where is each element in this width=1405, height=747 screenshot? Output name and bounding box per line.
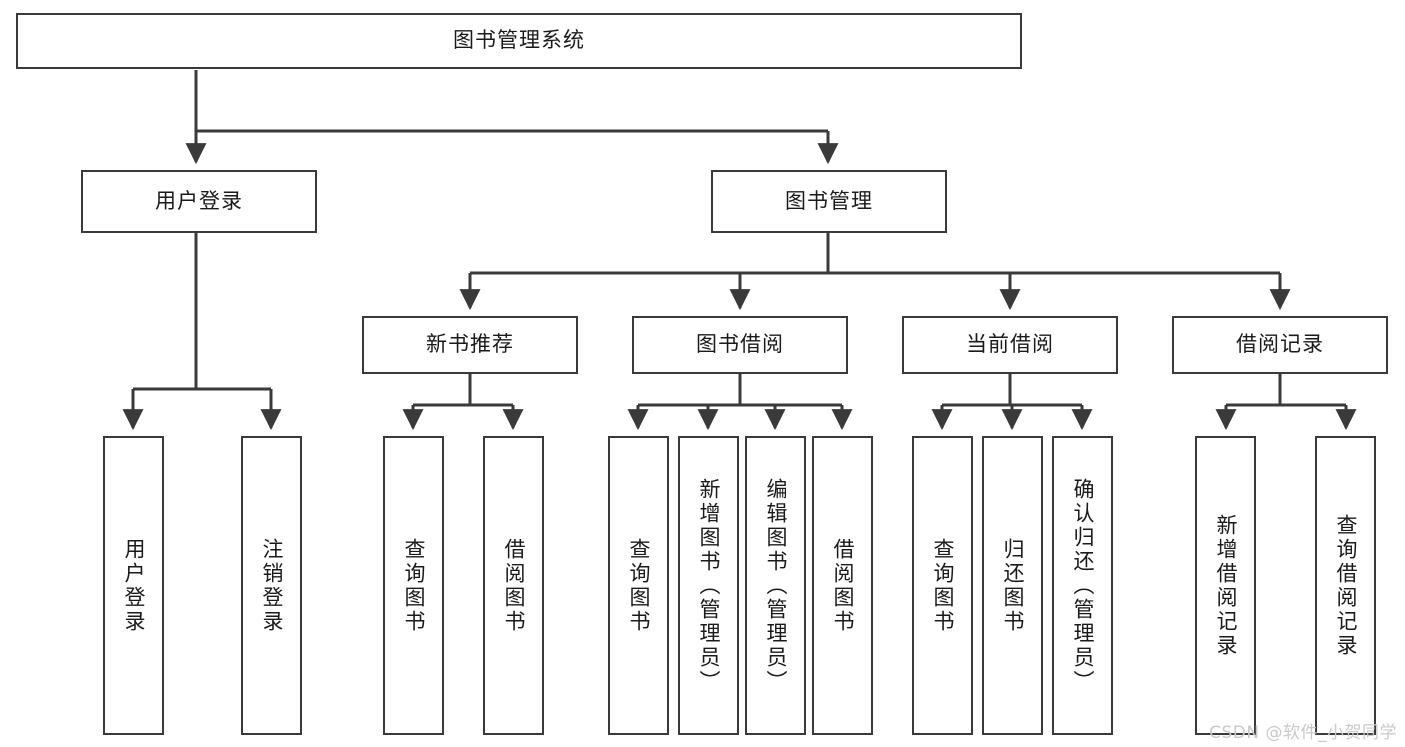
leaf-borrow-edit-book-label: 编辑图书（管理员） <box>764 477 789 694</box>
node-new-book-recommend[interactable]: 新书推荐 <box>362 316 578 374</box>
leaf-borrow-edit-book[interactable]: 编辑图书（管理员） <box>745 436 806 735</box>
leaf-borrow-query[interactable]: 查询图书 <box>608 436 669 735</box>
node-borrow-records[interactable]: 借阅记录 <box>1172 316 1388 374</box>
leaf-record-query[interactable]: 查询借阅记录 <box>1315 436 1376 735</box>
watermark: CSDN @软件_小贺同学 <box>1209 723 1397 743</box>
node-current-borrow-label: 当前借阅 <box>966 332 1054 357</box>
leaf-newbook-borrow[interactable]: 借阅图书 <box>483 436 544 735</box>
leaf-record-query-label: 查询借阅记录 <box>1334 513 1359 658</box>
leaf-current-confirm-return[interactable]: 确认归还（管理员） <box>1052 436 1113 735</box>
node-borrow-records-label: 借阅记录 <box>1236 332 1324 357</box>
leaf-borrow-add-book-label: 新增图书（管理员） <box>697 477 722 694</box>
node-book-management[interactable]: 图书管理 <box>711 170 947 233</box>
leaf-user-logout-label: 注销登录 <box>260 537 285 634</box>
leaf-user-login[interactable]: 用户登录 <box>103 436 164 735</box>
node-user-login[interactable]: 用户登录 <box>81 170 317 233</box>
leaf-user-logout[interactable]: 注销登录 <box>241 436 302 735</box>
leaf-newbook-borrow-label: 借阅图书 <box>502 537 527 634</box>
node-current-borrow[interactable]: 当前借阅 <box>902 316 1118 374</box>
leaf-borrow-query-label: 查询图书 <box>627 537 652 634</box>
node-root-label: 图书管理系统 <box>453 28 585 53</box>
leaf-current-confirm-return-label: 确认归还（管理员） <box>1071 477 1096 694</box>
leaf-newbook-query[interactable]: 查询图书 <box>383 436 444 735</box>
leaf-current-return[interactable]: 归还图书 <box>982 436 1043 735</box>
leaf-borrow-borrow-book[interactable]: 借阅图书 <box>812 436 873 735</box>
node-book-management-label: 图书管理 <box>785 188 873 213</box>
node-new-book-recommend-label: 新书推荐 <box>426 332 514 357</box>
leaf-borrow-borrow-book-label: 借阅图书 <box>831 537 856 634</box>
leaf-user-login-label: 用户登录 <box>122 537 147 634</box>
leaf-record-add-label: 新增借阅记录 <box>1214 513 1239 658</box>
leaf-current-return-label: 归还图书 <box>1001 537 1026 634</box>
leaf-record-add[interactable]: 新增借阅记录 <box>1195 436 1256 735</box>
leaf-newbook-query-label: 查询图书 <box>402 537 427 634</box>
leaf-borrow-add-book[interactable]: 新增图书（管理员） <box>678 436 739 735</box>
node-user-login-label: 用户登录 <box>155 188 243 213</box>
node-book-borrow-label: 图书借阅 <box>696 332 784 357</box>
leaf-current-query[interactable]: 查询图书 <box>912 436 973 735</box>
leaf-current-query-label: 查询图书 <box>931 537 956 634</box>
node-book-borrow[interactable]: 图书借阅 <box>632 316 848 374</box>
node-root[interactable]: 图书管理系统 <box>16 13 1022 69</box>
